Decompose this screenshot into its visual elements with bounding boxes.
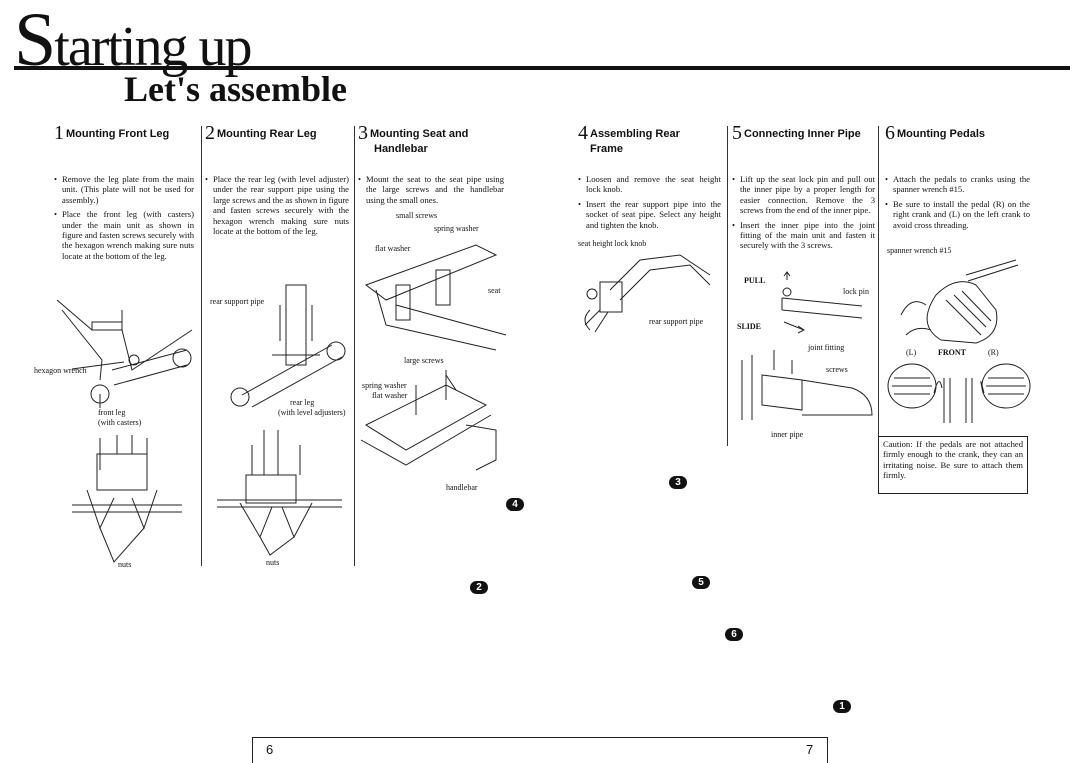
page-number-left: 6: [266, 742, 274, 757]
label-pedal-left: (L): [906, 348, 917, 357]
step-6-bullet: Be sure to install the pedal (R) on the …: [885, 199, 1030, 230]
label-flat-washer: flat washer: [375, 244, 411, 253]
front-leg-illustration: [56, 299, 193, 563]
label-hexagon-wrench: hexagon wrench: [34, 366, 87, 375]
label-lock-pin: lock pin: [843, 287, 869, 296]
label-nuts: nuts: [118, 560, 132, 569]
title-rule: [14, 66, 1070, 70]
label-spring-washer: spring washer: [362, 381, 407, 390]
page-title: Starting up: [14, 2, 252, 78]
figure-badge: 1: [833, 700, 851, 713]
title-rest: tarting up: [54, 16, 252, 78]
label-rear-support-pipe: rear support pipe: [649, 317, 704, 326]
step-1-bullet: Remove the leg plate from the main unit.…: [54, 174, 194, 205]
label-seat-height-lock-knob: seat height lock knob: [578, 239, 647, 248]
page-footer: [252, 737, 828, 763]
inner-pipe-illustration: [741, 271, 873, 420]
pedals-illustration: [887, 363, 1031, 423]
label-small-screws: small screws: [396, 211, 438, 220]
step-5-instructions: Lift up the seat lock pin and pull out t…: [732, 174, 875, 255]
label-large-screws: large screws: [404, 356, 444, 365]
spanner-wrench-illustration: [900, 259, 1019, 344]
label-screws: screws: [826, 365, 848, 374]
column-divider: [727, 126, 728, 446]
step-3-bullet: Mount the seat to the seat pipe using th…: [358, 174, 504, 205]
label-handlebar: handlebar: [446, 483, 478, 492]
figure-badge: 4: [506, 498, 524, 511]
label-rear-leg: rear leg: [290, 398, 315, 407]
label-pedal-right: (R): [988, 348, 999, 357]
subtitle: Let's assemble: [124, 69, 347, 109]
label-seat: seat: [488, 286, 501, 295]
column-divider: [201, 126, 202, 566]
label-joint-fitting: joint fitting: [808, 343, 845, 352]
figure-badge: 5: [692, 576, 710, 589]
rear-leg-illustration: [217, 284, 346, 556]
step-2-instructions: Place the rear leg (with level adjuster)…: [205, 174, 349, 240]
label-rear-support-pipe: rear support pipe: [210, 297, 265, 306]
label-pull: PULL: [744, 276, 766, 285]
label-flat-washer: flat washer: [372, 391, 408, 400]
label-nuts: nuts: [266, 558, 280, 567]
label-spanner-wrench: spanner wrench #15: [887, 246, 952, 255]
label-front-leg: front leg: [98, 408, 126, 417]
page-number-right: 7: [806, 742, 814, 757]
step-6-bullet: Attach the pedals to cranks using the sp…: [885, 174, 1030, 195]
figure-badge: 6: [725, 628, 743, 641]
seat-handlebar-illustration: [360, 244, 507, 471]
label-spring-washer: spring washer: [434, 224, 479, 233]
caution-note: Caution: If the pedals are not attached …: [878, 436, 1028, 494]
step-4-bullet: Loosen and remove the seat height lock k…: [578, 174, 721, 195]
label-with-level-adjusters: (with level adjusters): [278, 408, 346, 417]
label-with-casters: (with casters): [98, 418, 142, 427]
step-4-bullet: Insert the rear support pipe into the so…: [578, 199, 721, 230]
column-divider: [878, 126, 879, 436]
step-5-bullet: Lift up the seat lock pin and pull out t…: [732, 174, 875, 216]
step-3-instructions: Mount the seat to the seat pipe using th…: [358, 174, 504, 209]
step-2-bullet: Place the rear leg (with level adjuster)…: [205, 174, 349, 236]
label-front: FRONT: [938, 348, 966, 357]
step-4-instructions: Loosen and remove the seat height lock k…: [578, 174, 721, 234]
rear-frame-illustration: [584, 254, 711, 333]
label-slide: SLIDE: [737, 322, 762, 331]
step-5-bullet: Insert the inner pipe into the joint fit…: [732, 220, 875, 251]
label-inner-pipe: inner pipe: [771, 430, 804, 439]
column-divider: [354, 126, 355, 566]
step-1-instructions: Remove the leg plate from the main unit.…: [54, 174, 194, 265]
figure-badge: 3: [669, 476, 687, 489]
title-initial: S: [14, 0, 56, 82]
step-6-instructions: Attach the pedals to cranks using the sp…: [885, 174, 1030, 234]
figure-badge: 2: [470, 581, 488, 594]
step-1-bullet: Place the front leg (with casters) under…: [54, 209, 194, 261]
